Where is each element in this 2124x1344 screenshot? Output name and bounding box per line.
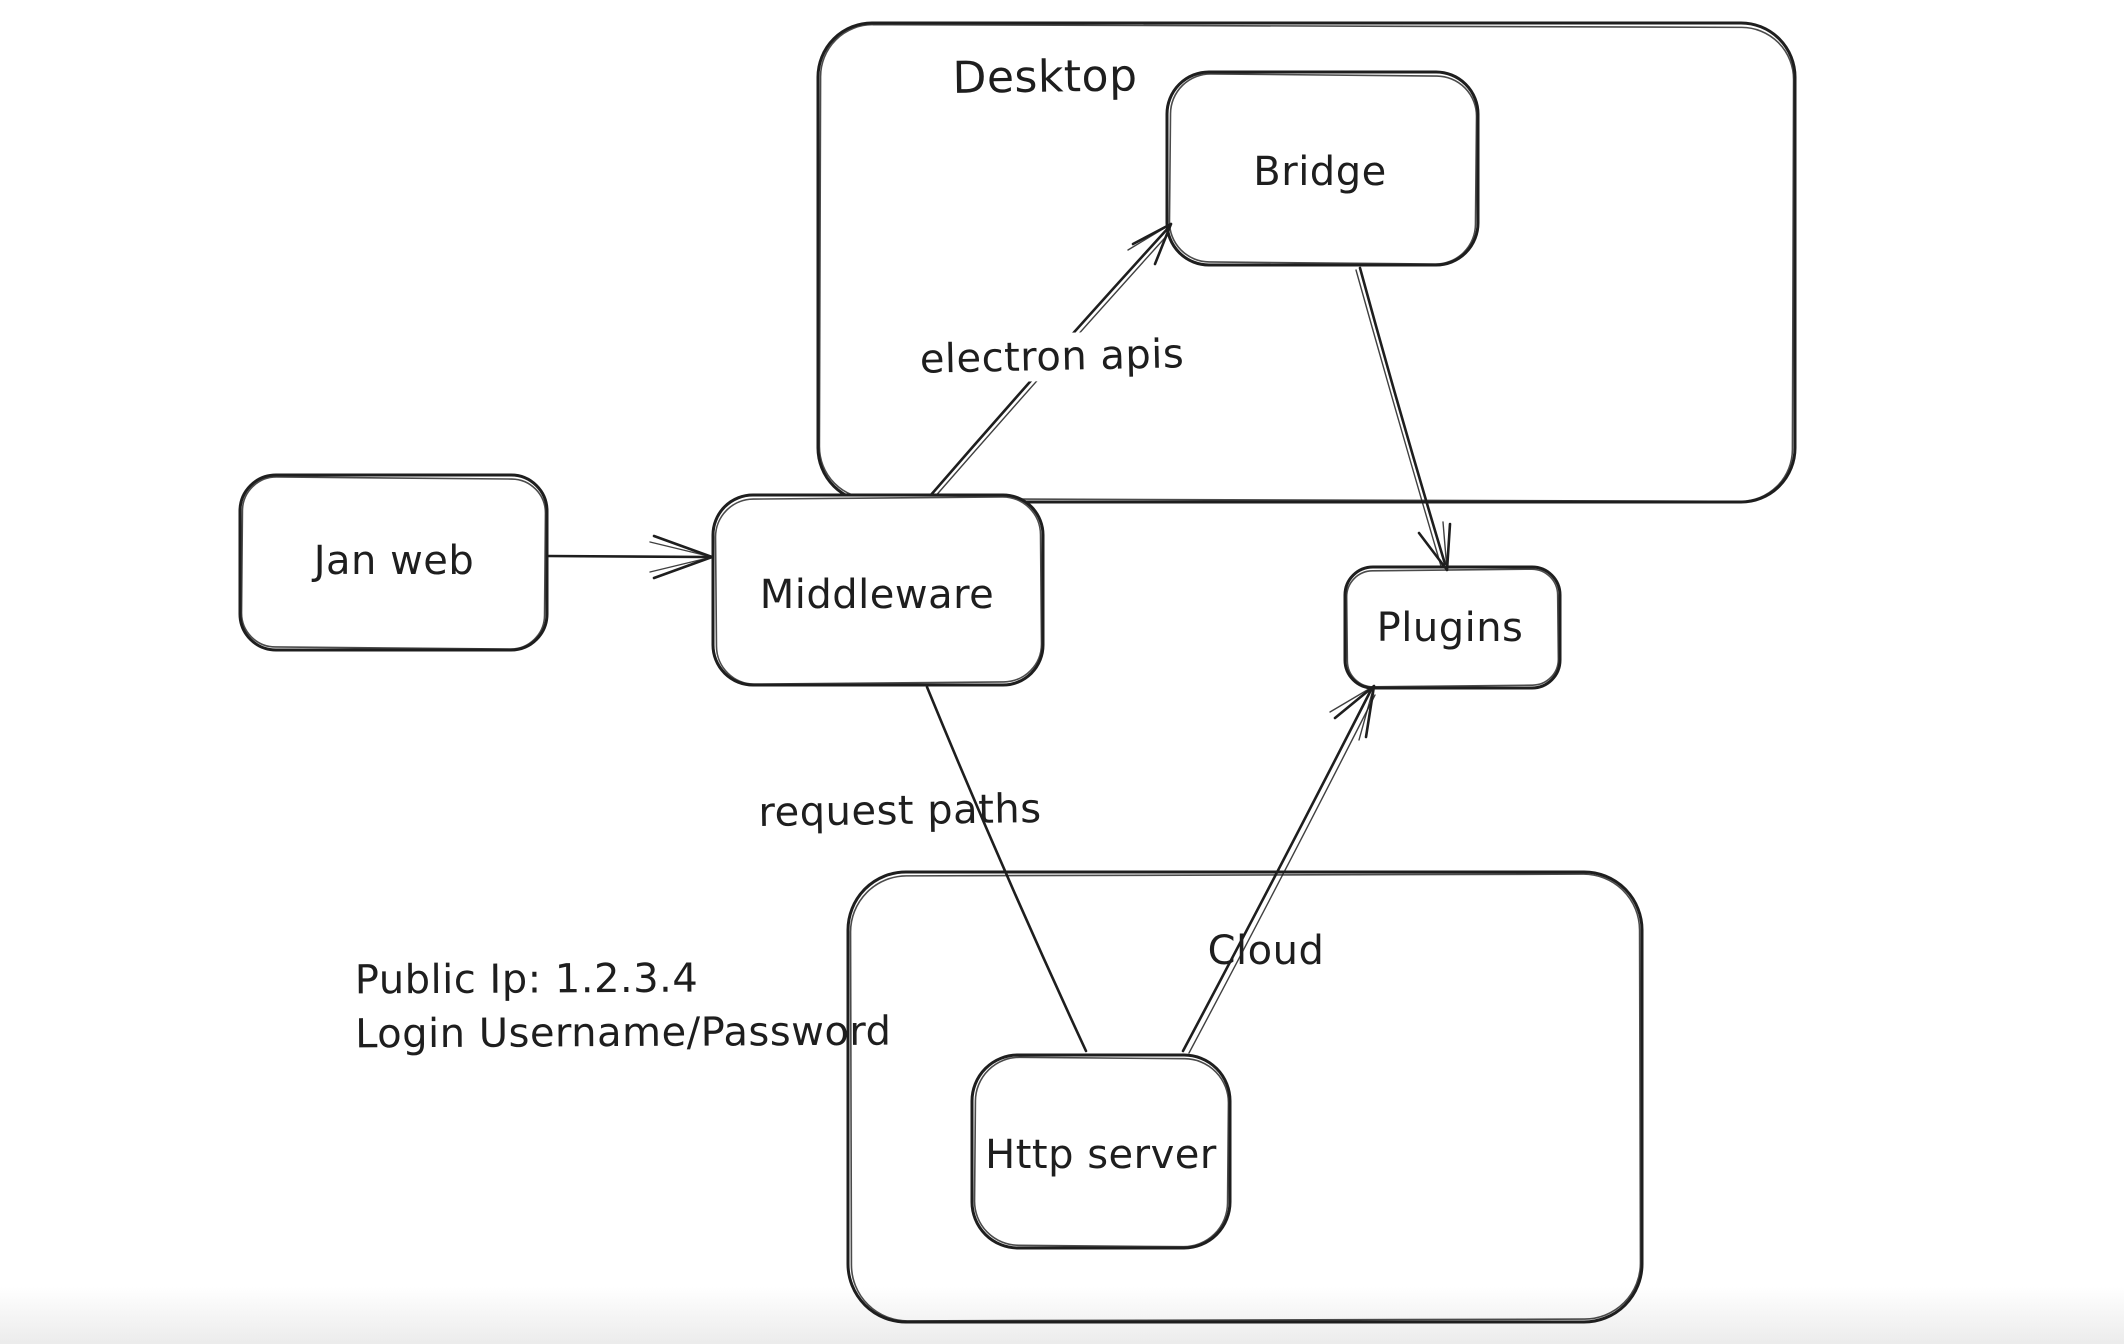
middleware-node[interactable] bbox=[711, 493, 1045, 687]
arrowhead-into-plugins-bottom bbox=[1329, 684, 1376, 741]
arrow-http-server-to-plugins[interactable] bbox=[1181, 688, 1376, 1054]
request-paths-edge-label: request paths bbox=[758, 786, 1042, 836]
plugins-node-label: Plugins bbox=[1376, 605, 1524, 651]
annotation-line-public-ip: Public Ip: 1.2.3.4 bbox=[354, 955, 699, 1004]
cloud-container-label: Cloud bbox=[1207, 928, 1325, 974]
arrow-middleware-to-http-server[interactable] bbox=[925, 685, 1088, 1053]
jan-web-node[interactable] bbox=[238, 473, 549, 652]
public-ip-annotation[interactable]: Public Ip: 1.2.3.4 Login Username/Passwo… bbox=[355, 951, 892, 1062]
electron-apis-edge-label: electron apis bbox=[909, 330, 1195, 384]
http-server-node[interactable] bbox=[970, 1053, 1232, 1250]
arrowhead-into-bridge bbox=[1127, 222, 1173, 266]
arrowhead-into-middleware bbox=[649, 534, 714, 580]
jan-web-node-label: Jan web bbox=[313, 538, 475, 584]
bridge-node-label: Bridge bbox=[1253, 149, 1387, 195]
middleware-node-label: Middleware bbox=[759, 572, 995, 618]
desktop-container[interactable] bbox=[816, 21, 1797, 504]
desktop-container-label: Desktop bbox=[952, 50, 1138, 104]
bridge-node[interactable] bbox=[1165, 70, 1480, 267]
annotation-line-login: Login Username/Password bbox=[355, 1008, 892, 1058]
arrow-bridge-to-plugins[interactable] bbox=[1355, 266, 1447, 567]
plugins-node[interactable] bbox=[1343, 565, 1562, 690]
http-server-node-label: Http server bbox=[985, 1132, 1217, 1178]
cloud-container[interactable] bbox=[846, 870, 1644, 1324]
arrowhead-into-plugins-top bbox=[1417, 521, 1452, 572]
arrow-jan-web-to-middleware[interactable] bbox=[545, 554, 712, 559]
